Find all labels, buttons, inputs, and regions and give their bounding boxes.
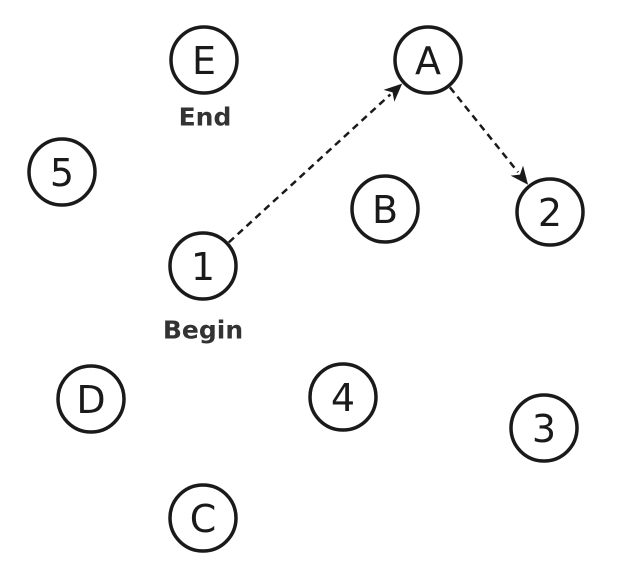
node-a: A [393, 25, 463, 95]
node-2-label: 2 [538, 191, 562, 235]
node-1: 1 [168, 231, 238, 301]
begin-caption: Begin [163, 316, 243, 345]
node-e: E [169, 25, 239, 95]
node-a-label: A [415, 39, 441, 83]
node-d-label: D [76, 378, 105, 422]
node-4: 4 [308, 362, 378, 432]
node-c-label: C [190, 497, 217, 541]
edges-layer [227, 83, 529, 244]
edge-1-to-A [227, 93, 392, 244]
node-5: 5 [27, 137, 97, 207]
arrowhead-icon [383, 83, 403, 102]
end-caption: End [179, 103, 232, 132]
node-4-label: 4 [331, 376, 355, 420]
node-1-label: 1 [191, 245, 215, 289]
node-3-label: 3 [532, 407, 556, 451]
node-d: D [56, 364, 126, 434]
node-5-label: 5 [50, 151, 74, 195]
node-3: 3 [509, 393, 579, 463]
node-b: B [350, 174, 420, 244]
edge-A-to-2 [448, 86, 520, 174]
node-2: 2 [515, 177, 585, 247]
node-b-label: B [372, 188, 398, 232]
node-e-label: E [192, 39, 216, 83]
node-c: C [168, 483, 238, 553]
arrowhead-icon [510, 165, 529, 185]
